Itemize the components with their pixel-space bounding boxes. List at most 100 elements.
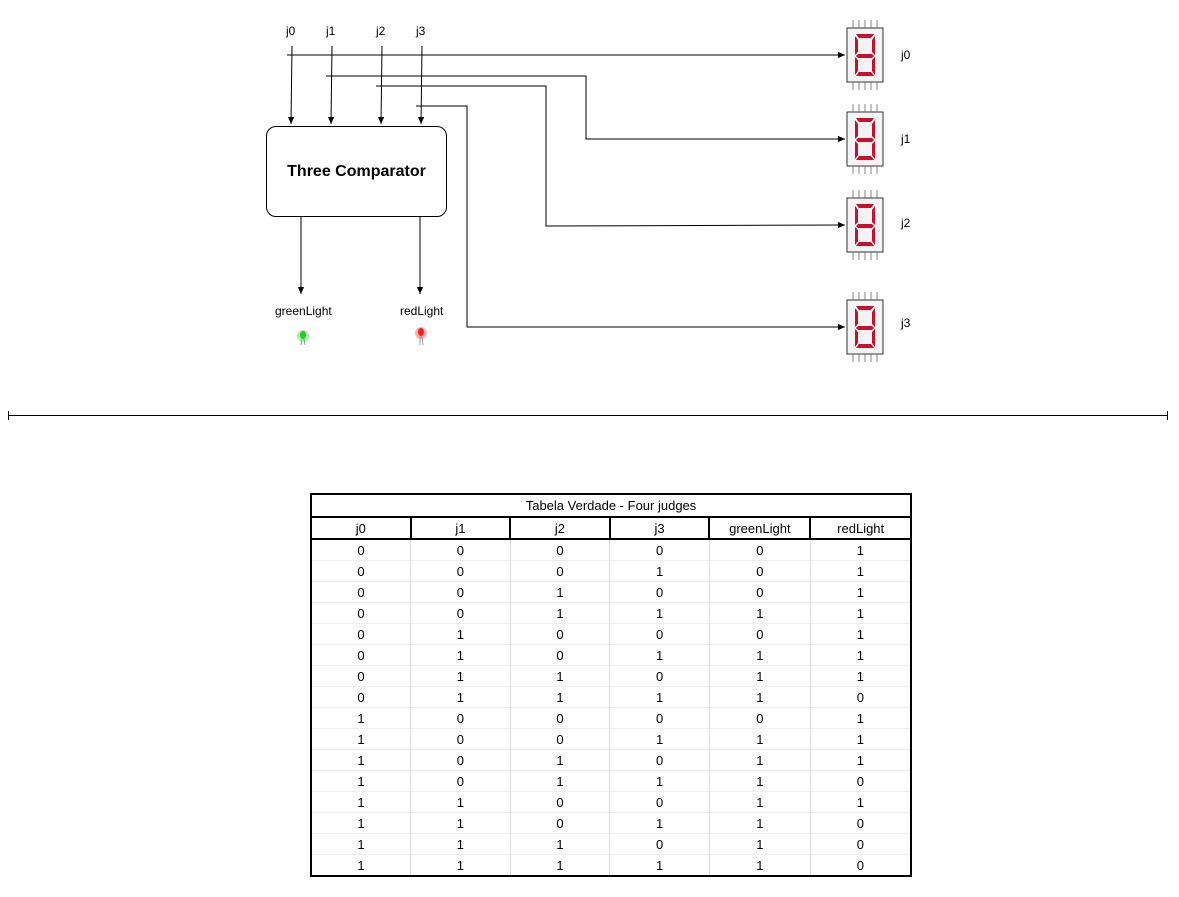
seven-segment-display-j3 xyxy=(846,291,884,363)
table-cell: 0 xyxy=(310,644,412,666)
table-cell: 0 xyxy=(609,665,710,687)
table-cell: 1 xyxy=(410,854,511,876)
truth-table-title: Tabela Verdade - Four judges xyxy=(311,494,911,518)
table-cell: 0 xyxy=(410,749,511,771)
table-cell: 1 xyxy=(310,707,412,729)
table-cell: 0 xyxy=(310,560,412,582)
comparator-label: Three Comparator xyxy=(287,162,426,180)
table-cell: 1 xyxy=(410,644,511,666)
column-header-j3: j3 xyxy=(608,516,711,540)
table-cell: 0 xyxy=(310,665,412,687)
table-cell: 0 xyxy=(410,560,511,582)
seven-segment-display-j2 xyxy=(846,189,884,261)
input-label-j0: j0 xyxy=(286,24,296,38)
table-cell: 1 xyxy=(310,770,412,792)
table-cell: 1 xyxy=(809,644,912,666)
table-cell: 1 xyxy=(708,812,811,834)
table-cell: 0 xyxy=(609,707,710,729)
table-cell: 1 xyxy=(708,686,811,708)
wire-j1-comparator xyxy=(327,45,335,125)
table-cell: 0 xyxy=(310,686,412,708)
table-cell: 0 xyxy=(809,833,912,855)
table-cell: 1 xyxy=(809,560,912,582)
display-label-j0: j0 xyxy=(901,48,911,62)
table-cell: 1 xyxy=(609,728,710,750)
input-label-j2: j2 xyxy=(376,24,386,38)
table-cell: 0 xyxy=(509,707,611,729)
table-cell: 1 xyxy=(509,770,611,792)
table-cell: 1 xyxy=(809,749,912,771)
table-cell: 1 xyxy=(708,854,811,876)
table-cell: 1 xyxy=(410,791,511,813)
wire-j2-display xyxy=(376,85,846,229)
table-cell: 0 xyxy=(708,538,811,561)
wire-j3-display xyxy=(416,105,845,331)
table-cell: 0 xyxy=(509,812,611,834)
wire-j3-comparator xyxy=(417,45,425,125)
table-cell: 1 xyxy=(809,707,912,729)
table-cell: 1 xyxy=(809,791,912,813)
table-cell: 1 xyxy=(708,602,811,624)
table-cell: 1 xyxy=(509,665,611,687)
table-cell: 1 xyxy=(509,602,611,624)
table-cell: 0 xyxy=(809,854,912,876)
output-label-redlight: redLight xyxy=(400,304,444,318)
table-cell: 0 xyxy=(708,623,811,645)
three-comparator-block: Three Comparator xyxy=(266,126,447,217)
table-cell: 1 xyxy=(509,854,611,876)
table-cell: 1 xyxy=(708,791,811,813)
column-header-redlight: redLight xyxy=(809,516,912,540)
table-cell: 0 xyxy=(509,644,611,666)
table-cell: 0 xyxy=(410,728,511,750)
display-label-j1: j1 xyxy=(901,132,911,146)
wire-j2-comparator xyxy=(377,45,385,125)
table-cell: 1 xyxy=(708,770,811,792)
table-cell: 1 xyxy=(609,854,710,876)
table-cell: 1 xyxy=(609,686,710,708)
table-cell: 1 xyxy=(708,728,811,750)
table-cell: 0 xyxy=(708,560,811,582)
wire-j1-display xyxy=(326,75,845,143)
circuit-diagram xyxy=(287,19,884,363)
table-cell: 1 xyxy=(708,749,811,771)
table-cell: 0 xyxy=(310,581,412,603)
table-cell: 1 xyxy=(509,686,611,708)
column-header-greenlight: greenLight xyxy=(708,516,812,540)
table-cell: 0 xyxy=(509,538,611,561)
green-led-icon xyxy=(297,330,309,346)
table-cell: 0 xyxy=(410,707,511,729)
table-cell: 0 xyxy=(609,538,710,561)
seven-segment-display-j0 xyxy=(846,19,884,91)
table-cell: 0 xyxy=(509,728,611,750)
table-cell: 1 xyxy=(509,581,611,603)
table-cell: 0 xyxy=(809,686,912,708)
divider-right-cap xyxy=(1167,411,1168,420)
table-cell: 1 xyxy=(809,602,912,624)
table-cell: 0 xyxy=(410,538,511,561)
column-header-j2: j2 xyxy=(509,516,611,540)
table-cell: 0 xyxy=(609,623,710,645)
table-cell: 0 xyxy=(609,833,710,855)
table-cell: 0 xyxy=(410,581,511,603)
table-cell: 1 xyxy=(609,602,710,624)
red-led-icon xyxy=(415,327,427,346)
wire-j0-comparator xyxy=(287,45,295,125)
table-cell: 1 xyxy=(609,644,710,666)
table-cell: 0 xyxy=(609,791,710,813)
table-cell: 1 xyxy=(310,749,412,771)
table-cell: 0 xyxy=(509,560,611,582)
table-cell: 0 xyxy=(410,770,511,792)
input-label-j1: j1 xyxy=(326,24,336,38)
table-cell: 0 xyxy=(410,602,511,624)
table-cell: 0 xyxy=(310,538,412,561)
table-cell: 1 xyxy=(609,812,710,834)
table-cell: 1 xyxy=(410,665,511,687)
